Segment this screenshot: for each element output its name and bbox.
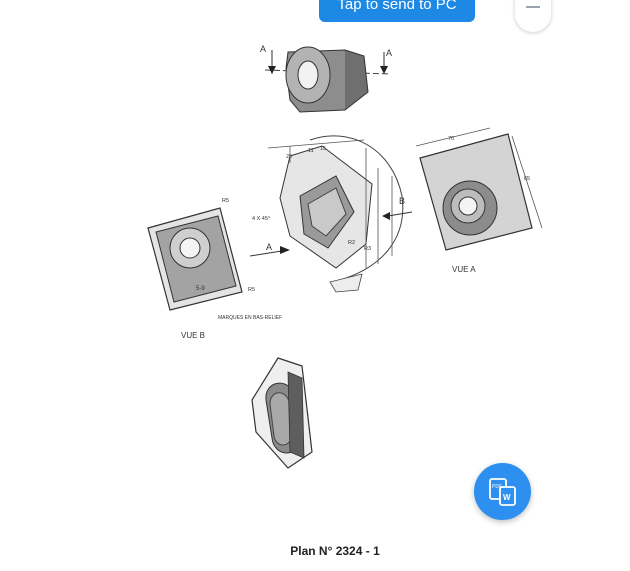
- chamfer-note: 4 X 45°: [252, 216, 270, 222]
- dim-r3: R3: [364, 246, 371, 252]
- section-view-center: A B 4 X 45° 25 11 15 R2 R3: [249, 135, 413, 293]
- arrow-a-label: A: [266, 242, 272, 252]
- svg-text:PDF: PDF: [492, 484, 502, 490]
- view-b: 5-9 R5 R5 MARQUES EN BAS-RELIEF VUE B: [147, 198, 282, 340]
- dim-25: 25: [286, 154, 292, 160]
- arrow-b-label: B: [399, 196, 405, 206]
- dim-70: 70: [448, 136, 454, 142]
- send-to-pc-button[interactable]: Tap to send to PC: [319, 0, 475, 22]
- plan-title: Plan N° 2324 - 1: [290, 544, 380, 558]
- dim-11: 11: [308, 148, 314, 154]
- section-marker-right: A: [386, 48, 392, 58]
- technical-drawing: A A A B 4 X 45° 25 11 15 R2 R3: [147, 44, 543, 469]
- isometric-view: [251, 357, 313, 469]
- dim-r2: R2: [348, 240, 355, 246]
- menu-button[interactable]: [515, 0, 551, 32]
- dim-r5-top: R5: [222, 198, 229, 204]
- view-a: 70 65 VUE A: [415, 127, 543, 274]
- relief-note: MARQUES EN BAS-RELIEF: [218, 315, 282, 321]
- dim-15: 15: [320, 146, 326, 152]
- part-mark: 5-9: [196, 286, 205, 292]
- dim-r5-bottom: R5: [248, 287, 255, 293]
- view-a-label: VUE A: [452, 265, 476, 274]
- top-section-view: A A: [260, 44, 392, 113]
- pdf-to-word-button[interactable]: PDF W: [474, 463, 531, 520]
- svg-text:W: W: [503, 493, 511, 502]
- pdf-to-word-icon: PDF W: [489, 478, 516, 506]
- dim-65: 65: [524, 176, 530, 182]
- section-marker-left: A: [260, 44, 266, 54]
- hamburger-menu-icon: [526, 6, 540, 8]
- view-b-label: VUE B: [181, 331, 205, 340]
